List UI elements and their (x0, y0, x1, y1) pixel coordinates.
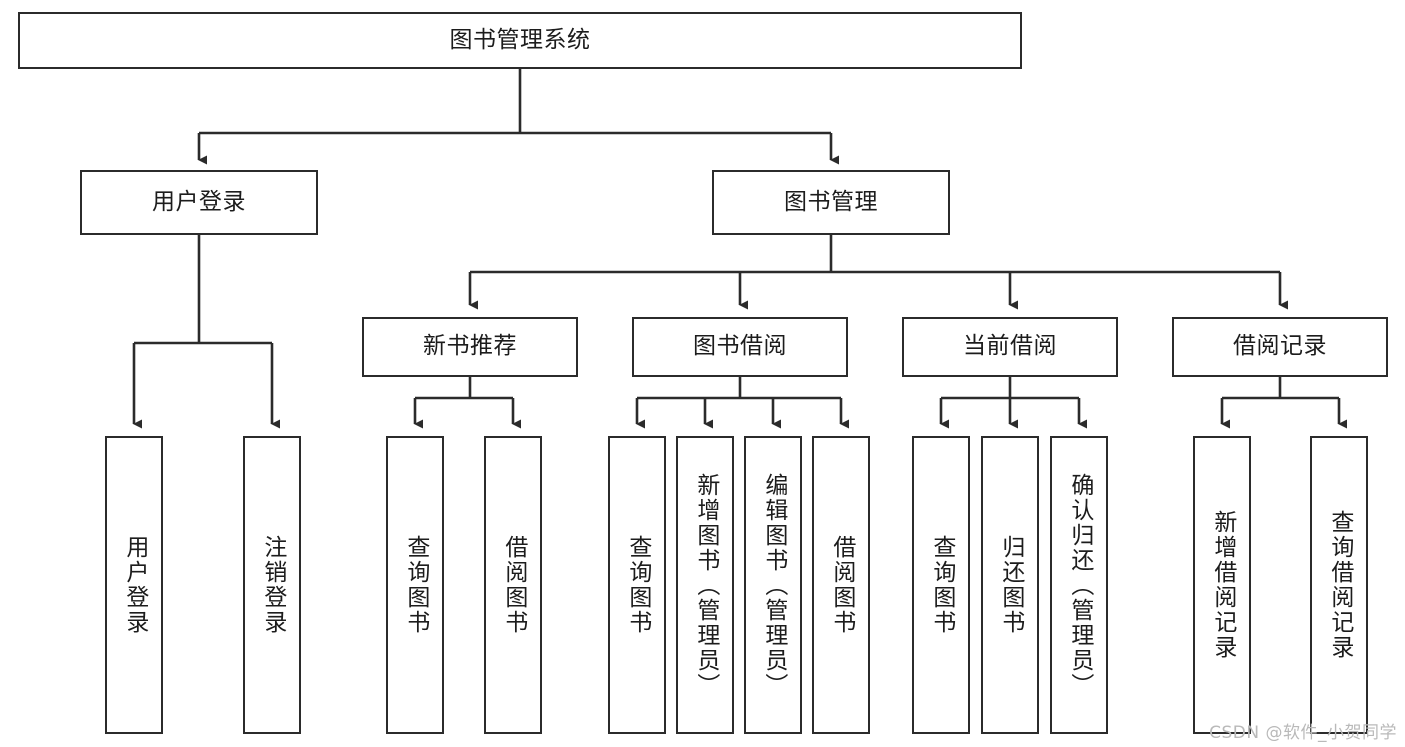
leaf-borrow-record-add[interactable]: 新增借阅记录 (1193, 436, 1251, 734)
node-label: 图书管理系统 (449, 26, 591, 53)
node-label: 编辑图书（管理员） (760, 472, 787, 698)
leaf-book-borrow-query[interactable]: 查询图书 (608, 436, 666, 734)
node-label: 借阅图书 (828, 535, 855, 635)
leaf-current-borrow-return[interactable]: 归还图书 (981, 436, 1039, 734)
node-label: 新增借阅记录 (1209, 510, 1236, 660)
node-current-borrow[interactable]: 当前借阅 (902, 317, 1118, 377)
node-book-borrow[interactable]: 图书借阅 (632, 317, 848, 377)
node-label: 图书管理 (784, 188, 878, 215)
csdn-watermark: CSDN @软件_小贺同学 (1209, 723, 1397, 743)
node-label: 用户登录 (121, 535, 148, 635)
node-label: 注销登录 (259, 535, 286, 635)
node-label: 查询借阅记录 (1326, 510, 1353, 660)
node-borrow-record[interactable]: 借阅记录 (1172, 317, 1388, 377)
leaf-borrow-record-query[interactable]: 查询借阅记录 (1310, 436, 1368, 734)
node-label: 查询图书 (624, 535, 651, 635)
leaf-book-borrow-edit[interactable]: 编辑图书（管理员） (744, 436, 802, 734)
node-label: 借阅图书 (500, 535, 527, 635)
node-label: 查询图书 (928, 535, 955, 635)
node-new-book-recommend[interactable]: 新书推荐 (362, 317, 578, 377)
node-label: 确认归还（管理员） (1066, 472, 1093, 698)
node-book-management[interactable]: 图书管理 (712, 170, 950, 235)
leaf-book-borrow-add[interactable]: 新增图书（管理员） (676, 436, 734, 734)
node-user-login[interactable]: 用户登录 (80, 170, 318, 235)
node-root-system[interactable]: 图书管理系统 (18, 12, 1022, 69)
leaf-user-login-login[interactable]: 用户登录 (105, 436, 163, 734)
node-label: 图书借阅 (693, 333, 787, 360)
node-label: 用户登录 (152, 188, 246, 215)
leaf-book-borrow-borrow[interactable]: 借阅图书 (812, 436, 870, 734)
node-label: 归还图书 (997, 535, 1024, 635)
leaf-new-book-query[interactable]: 查询图书 (386, 436, 444, 734)
node-label: 新增图书（管理员） (692, 472, 719, 698)
leaf-current-borrow-confirm-return[interactable]: 确认归还（管理员） (1050, 436, 1108, 734)
leaf-current-borrow-query[interactable]: 查询图书 (912, 436, 970, 734)
node-label: 新书推荐 (423, 333, 517, 360)
node-label: 查询图书 (402, 535, 429, 635)
node-label: 借阅记录 (1233, 333, 1327, 360)
leaf-user-login-logout[interactable]: 注销登录 (243, 436, 301, 734)
leaf-new-book-borrow[interactable]: 借阅图书 (484, 436, 542, 734)
node-label: 当前借阅 (963, 333, 1057, 360)
